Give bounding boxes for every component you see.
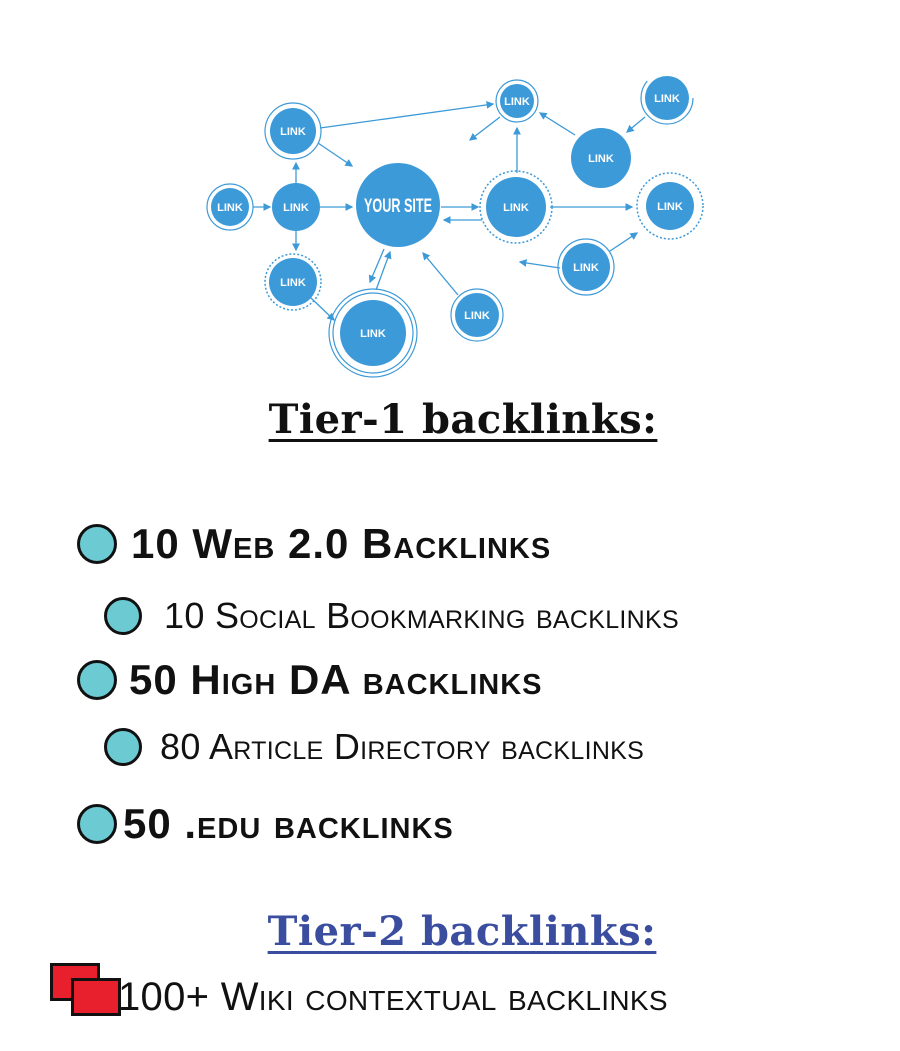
backlink-network-diagram: YOUR SITE LINK LINK LINK LINK LINK LINK LINK LI… — [206, 71, 704, 378]
node-link: LINK — [328, 288, 418, 378]
circle-bullet-icon — [77, 660, 117, 700]
node-label: LINK — [280, 126, 306, 138]
node-label: LINK — [503, 202, 529, 214]
circle-bullet-icon — [104, 597, 142, 635]
node-link: LINK — [557, 238, 615, 296]
node-link: LINK — [571, 128, 631, 188]
node-label: LINK — [573, 262, 599, 274]
node-label: LINK — [464, 310, 490, 322]
node-label: LINK — [588, 153, 614, 165]
circle-bullet-icon — [77, 524, 117, 564]
node-label: LINK — [657, 201, 683, 213]
circle-bullet-icon — [104, 728, 142, 766]
tier1-item: 10 Web 2.0 Backlinks — [77, 520, 551, 568]
node-your-site: YOUR SITE — [356, 163, 440, 247]
node-link: LINK — [264, 253, 322, 311]
node-link: LINK — [450, 288, 504, 342]
tier1-item: 10 Social Bookmarking backlinks — [104, 595, 679, 637]
node-label: LINK — [217, 202, 243, 214]
node-link: LINK — [636, 172, 704, 240]
circle-bullet-icon — [77, 804, 117, 844]
tier1-item: 50 .edu backlinks — [77, 800, 454, 848]
node-label: LINK — [654, 93, 680, 105]
node-label: LINK — [283, 202, 309, 214]
node-label: LINK — [280, 277, 306, 289]
link-arrows — [253, 101, 646, 321]
tier1-item: 50 High DA backlinks — [77, 656, 543, 704]
node-link: LINK — [206, 183, 254, 231]
tier2-heading: Tier-2 backlinks: — [267, 908, 657, 955]
node-label: LINK — [504, 96, 530, 108]
tier1-item: 80 Article Directory backlinks — [104, 726, 644, 768]
node-label: LINK — [360, 328, 386, 340]
node-link: LINK — [495, 79, 539, 123]
node-link: LINK — [479, 170, 553, 244]
node-link: LINK — [272, 183, 320, 231]
svg-text:YOUR SITE: YOUR SITE — [364, 196, 432, 217]
tier1-heading: Tier-1 backlinks: — [268, 396, 658, 443]
tier2-item: 100+ Wiki contextual backlinks — [118, 975, 668, 1019]
node-link: LINK — [640, 71, 694, 125]
node-link: LINK — [264, 102, 322, 160]
